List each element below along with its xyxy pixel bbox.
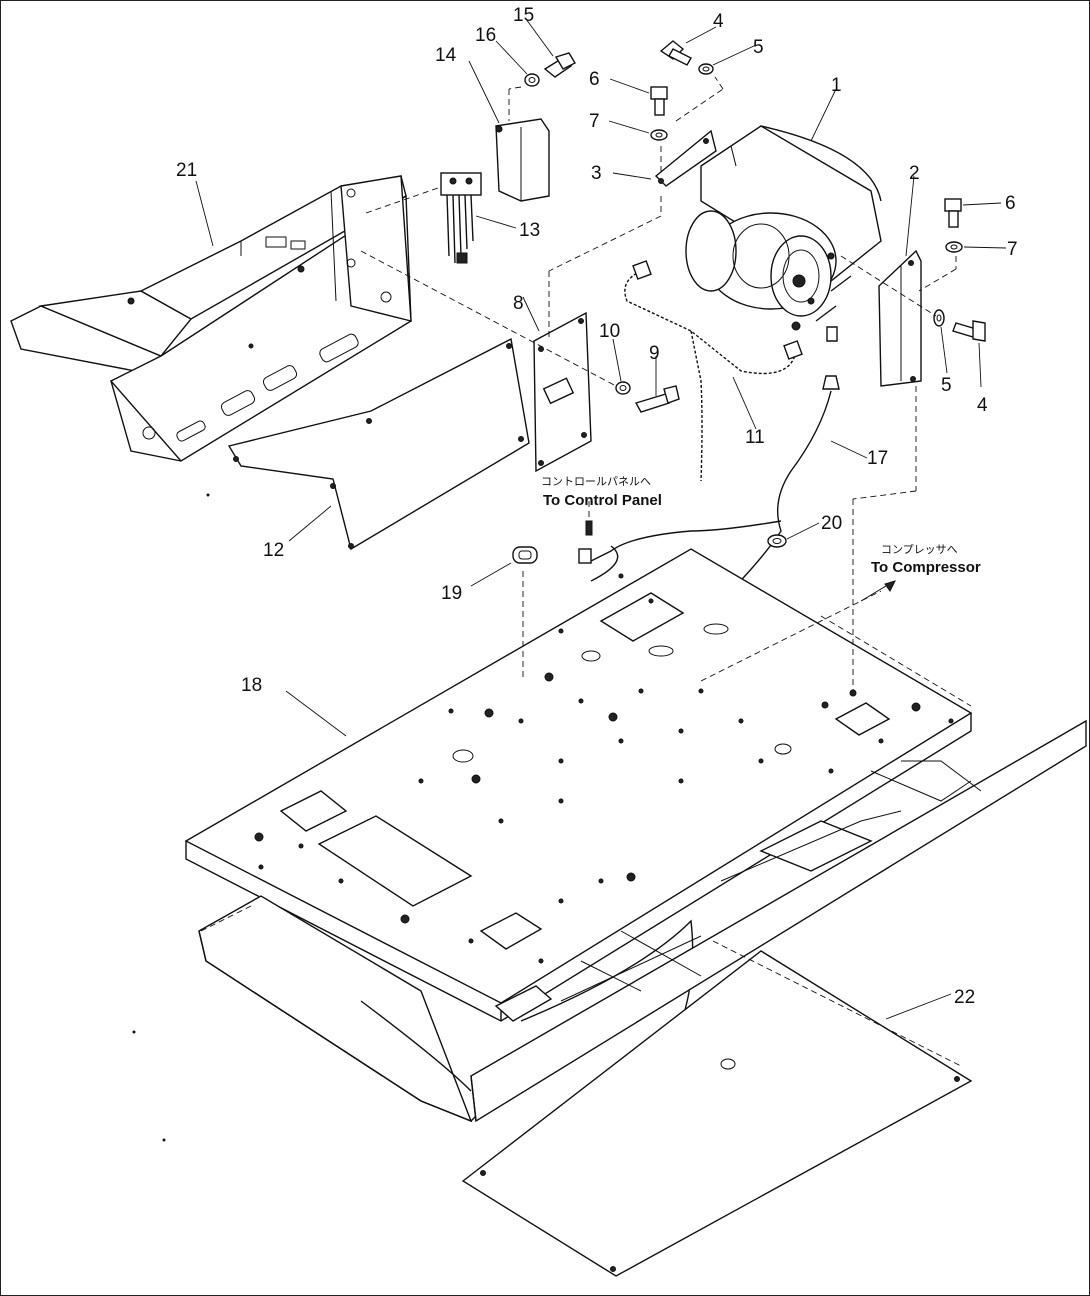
bolt-part-15	[543, 52, 576, 78]
callout-4-top: 4	[713, 11, 724, 32]
callout-10: 10	[599, 321, 620, 342]
callout-7-right: 7	[1007, 239, 1018, 260]
note-control-panel-jp: コントロールパネルへ	[541, 475, 651, 488]
washer-part-10	[615, 381, 631, 395]
washer-part-16	[524, 73, 540, 87]
note-compressor-jp: コンプレッサへ	[881, 543, 958, 556]
callout-9: 9	[649, 343, 660, 364]
routing-notes: コントロールパネルへ To Control Panel コンプレッサへ To C…	[541, 475, 981, 576]
callout-12: 12	[263, 540, 284, 561]
callout-5-top: 5	[753, 37, 764, 58]
note-control-panel-en: To Control Panel	[543, 492, 662, 509]
callout-17: 17	[867, 448, 888, 469]
bolt-part-6-left	[650, 86, 668, 116]
callout-11: 11	[745, 427, 765, 448]
callout-8: 8	[513, 293, 524, 314]
callout-6-right: 6	[1005, 193, 1016, 214]
callout-14: 14	[435, 45, 457, 66]
callout-21: 21	[176, 160, 197, 181]
callout-4-right: 4	[977, 395, 988, 416]
callout-2: 2	[909, 163, 920, 184]
callout-7-left: 7	[589, 111, 600, 132]
callout-15: 15	[513, 5, 534, 26]
floor-plate-part-18	[184, 548, 973, 1022]
relay-part-13	[440, 172, 482, 264]
washer-part-5-top	[698, 63, 714, 75]
callout-20: 20	[821, 513, 842, 534]
callout-22: 22	[954, 987, 975, 1008]
heater-unit-part-1	[654, 125, 882, 331]
callout-3: 3	[591, 163, 602, 184]
leader-lines	[195, 18, 1007, 1020]
callout-1: 1	[831, 75, 842, 96]
callout-5-right: 5	[941, 375, 952, 396]
callout-labels: 1 2 3 4 5 6 7 6 7 5 4 8 9 10 11 12 13 14…	[176, 5, 1018, 1008]
bolt-part-9	[634, 385, 680, 413]
hose-part-11	[624, 260, 803, 482]
compressor-arrow	[860, 580, 896, 602]
callout-6-left: 6	[589, 69, 600, 90]
washer-part-7-right	[945, 241, 963, 253]
washer-part-7-left	[650, 129, 668, 141]
under-cover-part-22	[461, 950, 973, 1277]
bolt-part-4-top	[659, 40, 692, 66]
note-compressor-en: To Compressor	[871, 559, 981, 576]
console-box-part-21	[10, 175, 412, 462]
grommet-part-20	[767, 534, 787, 548]
callout-13: 13	[519, 220, 540, 241]
cover-panel-part-12	[227, 337, 530, 551]
bolt-part-6-right	[944, 198, 962, 228]
callout-16: 16	[475, 25, 496, 46]
cab-frame-underside	[198, 719, 1087, 1123]
grommet-part-19	[512, 546, 538, 564]
bolt-part-4-right	[952, 320, 986, 342]
plate-part-8	[533, 311, 592, 473]
washer-part-5-right	[933, 309, 945, 327]
callout-18: 18	[241, 675, 262, 696]
assembly-guide-lines	[200, 76, 972, 1067]
bracket-part-14	[495, 118, 550, 202]
callout-19: 19	[441, 583, 462, 604]
bracket-part-2	[878, 249, 922, 387]
floor-plate-holes	[254, 573, 954, 964]
